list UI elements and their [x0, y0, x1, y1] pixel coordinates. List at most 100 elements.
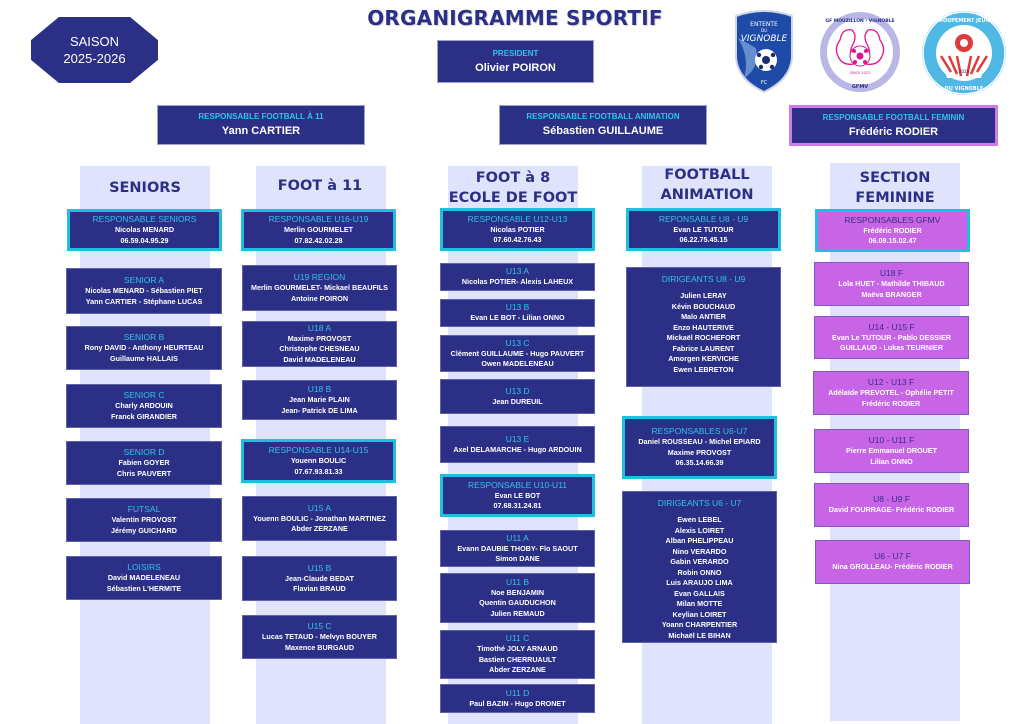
card-line: Bastien CHERRUAULT	[478, 654, 557, 664]
card-line: Adélaïde PREVOTEL - Ophélie PETIT	[828, 388, 954, 397]
page-title: ORGANIGRAMME SPORTIF	[367, 6, 663, 30]
column-title-feminine: SECTION FEMININE	[820, 168, 970, 208]
card-line: Nicolas POTIER- Alexis LAHEUX	[461, 277, 574, 287]
lead-football-11: RESPONSABLE FOOTBALL À 11 Yann CARTIER	[157, 105, 365, 145]
card-heading: RESPONSABLE SENIORS	[92, 214, 197, 224]
card-heading: SENIOR B	[123, 332, 165, 342]
card-line: Youenn BOULIC	[290, 456, 347, 465]
card-heading: U15 C	[307, 621, 332, 631]
card-line: Fabien GOYER	[118, 458, 170, 467]
card-heading: U14 - U15 F	[868, 321, 915, 332]
card-line: Merlin GOURMELET- Mickael BEAUFILS	[251, 283, 388, 292]
column-title-line: ECOLE DE FOOT	[448, 190, 578, 206]
card-line: David MADELENEAU	[283, 354, 356, 364]
card-heading: FUTSAL	[127, 504, 161, 514]
card-line: Rony DAVID - Anthony HEURTEAU	[84, 343, 204, 352]
card-line: David MADELENEAU	[107, 573, 181, 582]
column-title-seniors: SENIORS	[80, 178, 210, 198]
card-heading: U18 B	[307, 384, 332, 394]
card-line: Jean-Claude BEDAT	[285, 573, 354, 583]
card-heading: RESPONSABLES U6-U7	[651, 426, 748, 437]
card-line: Axel DELAMARCHE - Hugo ARDOUIN	[453, 444, 582, 454]
card-line: Jérémy GUICHARD	[111, 525, 177, 535]
card-heading: U13 C	[505, 337, 530, 348]
season-badge: SAISON 2025-2026	[31, 17, 158, 83]
logo-text: ENTENTE	[750, 21, 778, 28]
card-line: Abder ZERZANE	[489, 665, 546, 675]
card-line: Yoann CHARPENTIER	[661, 620, 738, 629]
card-line: Sébastien L'HERMITE	[106, 583, 182, 593]
card-heading: RESPONSABLE U16-U19	[268, 214, 369, 224]
card-line: 06.09.15.02.47	[868, 236, 917, 245]
card-line: Keylian LOIRET	[672, 609, 727, 619]
card-line: Timothé JOLY ARNAUD	[477, 644, 558, 654]
card-heading: SENIOR C	[123, 390, 165, 400]
lead-name: Yann CARTIER	[221, 125, 301, 137]
card-line: 07.60.42.76.43	[493, 235, 542, 244]
card-line: Nino VERARDO	[672, 546, 727, 556]
card-heading: U13 A	[505, 266, 530, 277]
logo-text: DU	[761, 28, 767, 33]
card-heading: RESPONSABLE U12-U13	[467, 213, 568, 224]
card-line: 07.68.31.24.81	[493, 501, 542, 510]
logo-text: GF MOUZILLON - VIGNOBLE	[825, 18, 894, 24]
logo-groupement-jeune: 2024 GROUPEMENT JEUNE DU VIGNOBLE	[922, 11, 1006, 95]
card-line: Franck GIRANDIER	[111, 411, 177, 421]
card-line: Robin ONNO	[677, 567, 722, 577]
card-line: Kévin BOUCHAUD	[671, 301, 736, 311]
card-line: Nicolas MENARD	[114, 225, 175, 234]
card-line: Evan Le TUTOUR - Pablo DESSIER	[832, 332, 951, 342]
logo-text: 2024	[959, 69, 970, 74]
logo-text: GROUPEMENT JEUNE	[935, 18, 994, 24]
card-line: Jean DUREUIL	[492, 396, 543, 406]
column-title-foot8: FOOT à 8 ECOLE DE FOOT	[438, 168, 588, 208]
card-line: Yann CARTIER - Stéphane LUCAS	[85, 296, 203, 306]
card-line: Quentin GAUDUCHON	[479, 598, 556, 608]
season-label: SAISON	[69, 34, 120, 49]
card-line: Maxence BURGAUD	[284, 642, 355, 652]
card-line: 07.82.42.02.28	[294, 235, 343, 245]
logo-entente-du-vignoble: ENTENTE DU VIGNOBLE FC	[735, 10, 793, 94]
lead-football-feminin: RESPONSABLE FOOTBALL FEMININ Frédéric RO…	[789, 105, 998, 146]
card-line: Pierre Emmanuel DROUET	[845, 446, 938, 455]
card-heading: U8 - U9 F	[873, 494, 910, 505]
card-heading: U15 A	[307, 502, 332, 513]
card-line: Christophe CHESNEAU	[279, 344, 360, 354]
card-heading: U12 - U13 F	[867, 377, 915, 387]
card-heading: U13 D	[505, 385, 530, 396]
card-line: Ewen LEBRETON	[673, 364, 734, 374]
president-name: Olivier POIRON	[475, 61, 556, 74]
card-line: Maxime PROVOST	[287, 333, 352, 343]
card-line: Frédéric RODIER	[863, 225, 922, 235]
card-heading: U18 F	[879, 268, 904, 278]
card-line: Abder ZERZANE	[291, 524, 348, 533]
column-title-line: FEMININE	[855, 190, 935, 206]
card-line: Nicolas POTIER	[490, 224, 545, 234]
card-heading: U13 B	[505, 302, 530, 313]
president-role: PRESIDENT	[492, 48, 539, 58]
logo-text: GFMV	[852, 84, 868, 90]
column-title-line: SECTION	[859, 170, 931, 186]
column-title-line: FOOT à 11	[277, 178, 363, 194]
